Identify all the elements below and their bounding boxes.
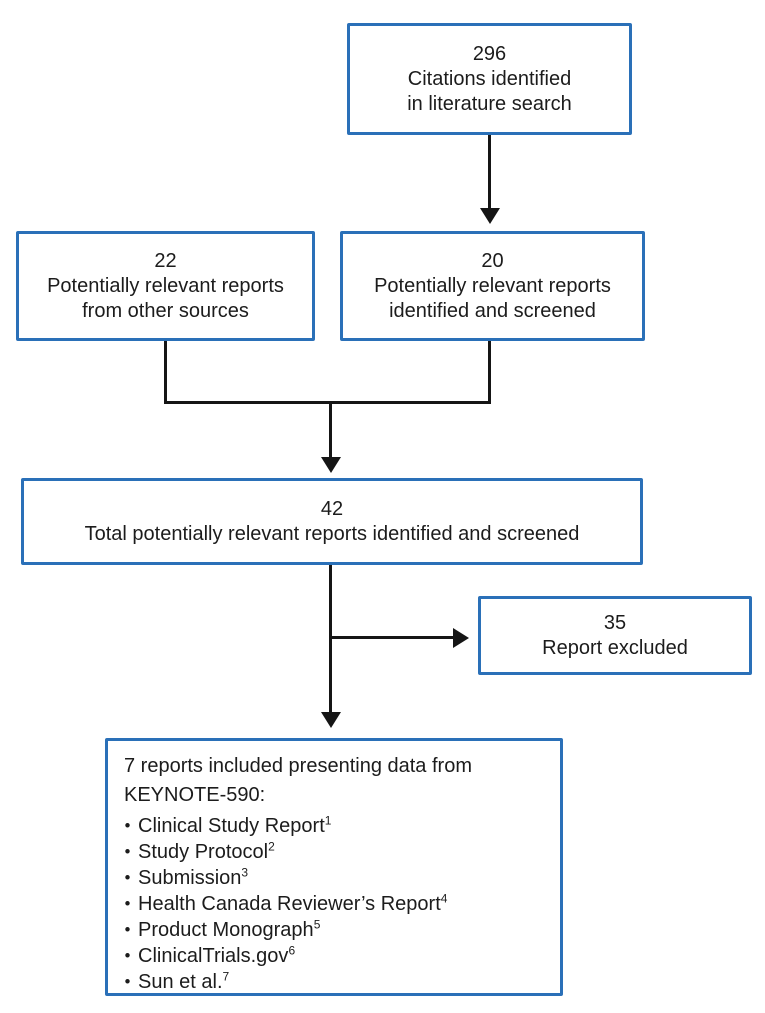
flow-box-reports-excluded: 35 Report excluded: [478, 596, 752, 675]
included-heading: 7 reports included presenting data from …: [124, 755, 472, 806]
list-item: • Study Protocol2: [124, 839, 447, 865]
reference-superscript: 2: [268, 839, 275, 854]
list-item: • Sun et al.7: [124, 969, 447, 995]
reference-text: Product Monograph: [138, 919, 314, 941]
reference-text: Study Protocol: [138, 841, 269, 863]
reference-text: ClinicalTrials.gov: [138, 945, 289, 967]
excluded-count: 35: [603, 611, 627, 634]
connector-screened-drop-line: [488, 341, 491, 404]
reference-text: Clinical Study Report: [138, 815, 325, 837]
reference-superscript: 1: [324, 813, 332, 828]
total-count: 42: [320, 497, 344, 520]
included-reference-list: • Clinical Study Report1 • Study Protocol2…: [124, 813, 448, 995]
excluded-label: Report excluded: [542, 636, 688, 659]
connector-other-sources-drop-line: [164, 341, 167, 404]
citations-label: Citations identified in literature searc…: [407, 67, 572, 115]
arrow-total-to-included-head-icon: [321, 712, 341, 728]
citations-count: 296: [472, 42, 507, 65]
reference-superscript: 4: [440, 891, 448, 906]
arrow-branch-to-excluded-line: [329, 636, 453, 639]
flow-box-reports-screened: 20 Potentially relevant reports identifi…: [340, 231, 645, 341]
screened-label: Potentially relevant reports identified …: [374, 274, 611, 322]
reference-superscript: 5: [313, 917, 321, 932]
flow-box-reports-included: 7 reports included presenting data from …: [105, 738, 563, 996]
arrow-merge-to-total-head-icon: [321, 457, 341, 473]
other-sources-count: 22: [154, 249, 177, 272]
bullet-icon: •: [124, 842, 131, 862]
bullet-icon: •: [124, 894, 131, 914]
arrow-citations-to-screened-head-icon: [480, 208, 500, 224]
flow-box-total-reports: 42 Total potentially relevant reports id…: [21, 478, 643, 565]
screened-count: 20: [481, 249, 504, 272]
reference-superscript: 3: [241, 865, 249, 880]
bullet-icon: •: [124, 920, 131, 940]
arrow-merge-to-total-line: [329, 404, 332, 458]
arrow-branch-to-excluded-head-icon: [453, 628, 469, 648]
bullet-icon: •: [124, 868, 131, 888]
other-sources-label: Potentially relevant reports from other …: [47, 274, 284, 322]
reference-text: Health Canada Reviewer’s Report: [138, 893, 441, 915]
flow-box-citations-identified: 296 Citations identified in literature s…: [347, 23, 632, 135]
bullet-icon: •: [124, 816, 131, 836]
arrow-citations-to-screened-line: [488, 135, 491, 209]
flow-box-other-sources: 22 Potentially relevant reports from oth…: [16, 231, 315, 341]
reference-text: Sun et al.: [138, 971, 223, 993]
reference-superscript: 6: [288, 943, 296, 958]
total-label: Total potentially relevant reports ident…: [84, 522, 580, 545]
list-item: • Product Monograph5: [124, 917, 447, 943]
reference-text: Submission: [138, 867, 242, 889]
list-item: • Submission3: [124, 865, 447, 891]
bullet-icon: •: [124, 946, 131, 966]
connector-merge-horizontal-line: [164, 401, 491, 404]
bullet-icon: •: [124, 972, 131, 992]
list-item: • Health Canada Reviewer’s Report4: [124, 891, 448, 917]
list-item: • Clinical Study Report1: [124, 813, 447, 839]
list-item: • ClinicalTrials.gov6: [124, 943, 447, 969]
reference-superscript: 7: [222, 969, 230, 984]
